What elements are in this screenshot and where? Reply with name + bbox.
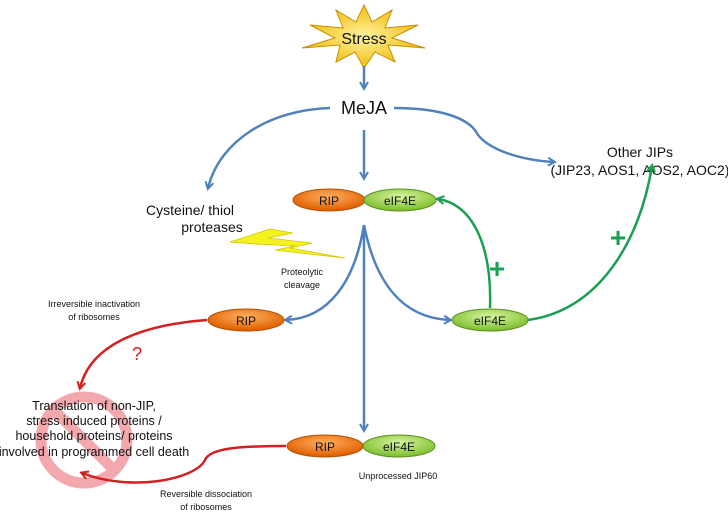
other-jips-label-1: Other JIPs [607,144,673,160]
cleavage-label-2: cleavage [284,280,320,290]
question-mark: ? [132,344,142,364]
arrow-to-rip-mid [286,224,366,320]
meja-label: MeJA [341,98,387,118]
rip-mid-label: RIP [236,314,256,328]
stress-label: Stress [341,31,386,48]
rip-bottom-label: RIP [315,440,335,454]
irreversible-label-1: Irreversible inactivation [48,299,140,309]
unprocessed-label: Unprocessed JIP60 [359,471,438,481]
translation-line-1: Translation of non-JIP, [32,399,156,413]
plus-left: + [489,253,505,284]
prohibit-icon [35,391,133,489]
translation-line-3: household proteins/ proteins [15,429,172,443]
plus-right: + [610,222,626,253]
rip-mid-ellipse [207,308,285,332]
arrow-meja-to-other-jips [393,106,554,162]
green-arrow-to-eif4e-top [438,199,492,309]
arrow-to-eif4e-mid [362,224,450,320]
arrow-meja-to-proteases [208,106,331,188]
green-arrow-to-other-jips [527,166,652,322]
red-arrow-irreversible [80,318,208,388]
rip-top-label: RIP [319,194,339,208]
eif4e-bottom-label: eIF4E [383,440,415,454]
reversible-label-2: of ribosomes [180,502,232,512]
red-arrow-reversible [82,444,287,484]
translation-line-4: involved in programmed cell death [0,445,189,459]
eif4e-mid-label: eIF4E [474,314,506,328]
translation-text: Translation of non-JIP, stress induced p… [0,399,189,459]
cleavage-label-1: Proteolytic [281,267,324,277]
eif4e-bottom-ellipse [362,434,436,458]
translation-line-2: stress induced proteins / [26,414,162,428]
proteases-label-2: proteases [181,219,242,235]
irreversible-label-2: of ribosomes [68,312,120,322]
lightning-icon [229,228,346,259]
eif4e-top-label: eIF4E [384,194,416,208]
other-jips-label-2: (JIP23, AOS1, AOS2, AOC2) [551,162,728,178]
proteases-label-1: Cysteine/ thiol [146,202,234,218]
reversible-label-1: Reversible dissociation [160,489,252,499]
